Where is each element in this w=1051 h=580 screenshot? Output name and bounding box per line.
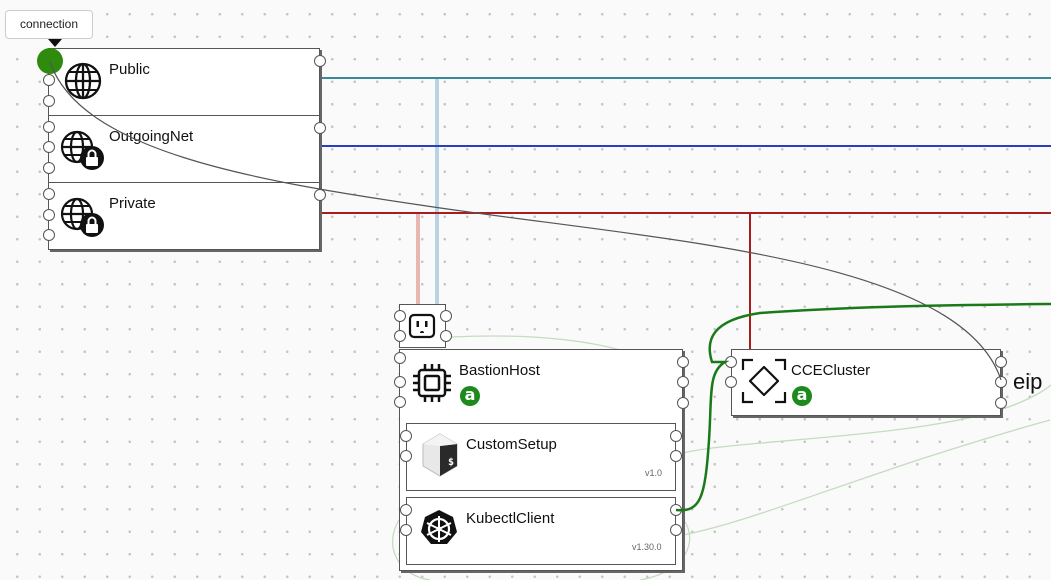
outgoingnet-port-right[interactable]: [314, 122, 326, 134]
svg-text:$: $: [448, 457, 454, 468]
globe-lock-icon: [60, 197, 106, 244]
network-label-private: Private: [109, 195, 156, 212]
custom-setup-port-right-1[interactable]: [670, 430, 682, 442]
cpu-chip-icon: [410, 361, 454, 410]
tooltip-arrow-icon: [48, 39, 62, 47]
custom-setup-port-left-1[interactable]: [400, 430, 412, 442]
power-outlet-icon: [408, 313, 436, 344]
custom-setup-version: v1.0: [645, 468, 663, 478]
cluster-port-right-2[interactable]: [995, 376, 1007, 388]
kubectl-client-port-left-2[interactable]: [400, 524, 412, 536]
bastion-port-right-2[interactable]: [677, 376, 689, 388]
cluster-badge-icon: a: [792, 386, 812, 406]
wire-light-green-3[interactable]: [391, 511, 431, 580]
network-label-public: Public: [109, 61, 150, 78]
custom-setup-port-left-2[interactable]: [400, 450, 412, 462]
outgoingnet-port-1[interactable]: [43, 121, 55, 133]
network-row-divider: [49, 115, 319, 116]
kubectl-client-port-right-1[interactable]: [670, 504, 682, 516]
power-port-right-1[interactable]: [440, 310, 452, 322]
cce-cluster-label: CCECluster: [791, 362, 871, 379]
cluster-port-left-2[interactable]: [725, 376, 737, 388]
public-port-1[interactable]: [43, 74, 55, 86]
shell-script-icon: $: [420, 432, 460, 483]
cluster-diamond-icon: [741, 358, 787, 409]
bastion-badge-icon: a: [460, 386, 480, 406]
bastion-port-right-1[interactable]: [677, 356, 689, 368]
kubectl-client-port-right-2[interactable]: [670, 524, 682, 536]
custom-setup-label: CustomSetup: [466, 436, 557, 453]
bastion-host-label: BastionHost: [459, 362, 540, 379]
bastion-port-left-3[interactable]: [394, 396, 406, 408]
kubectl-client-port-left-1[interactable]: [400, 504, 412, 516]
private-port-right[interactable]: [314, 189, 326, 201]
power-port-left-1[interactable]: [394, 310, 406, 322]
globe-icon: [64, 62, 102, 105]
connection-tooltip: connection: [5, 10, 93, 39]
outgoingnet-port-2[interactable]: [43, 141, 55, 153]
globe-lock-icon: [60, 130, 106, 177]
public-port-2[interactable]: [43, 95, 55, 107]
custom-setup-port-right-2[interactable]: [670, 450, 682, 462]
bastion-port-left-2[interactable]: [394, 376, 406, 388]
bastion-port-left-1[interactable]: [394, 352, 406, 364]
outgoingnet-port-3[interactable]: [43, 162, 55, 174]
eip-label: eip: [1013, 369, 1043, 394]
kubernetes-helm-icon: [420, 509, 458, 552]
cluster-port-left-1[interactable]: [725, 356, 737, 368]
bastion-port-right-3[interactable]: [677, 397, 689, 409]
network-row-divider: [49, 182, 319, 183]
network-label-outgoingnet: OutgoingNet: [109, 128, 194, 145]
cluster-port-right-3[interactable]: [995, 397, 1007, 409]
kubectl-client-version: v1.30.0: [632, 542, 662, 552]
cluster-port-right-1[interactable]: [995, 356, 1007, 368]
public-port-active[interactable]: [37, 48, 63, 74]
private-port-3[interactable]: [43, 229, 55, 241]
power-port-right-2[interactable]: [440, 330, 452, 342]
public-port-right[interactable]: [314, 55, 326, 67]
private-port-2[interactable]: [43, 209, 55, 221]
kubectl-client-label: KubectlClient: [466, 510, 555, 527]
wire-light-green-5[interactable]: [682, 419, 1051, 536]
power-port-left-2[interactable]: [394, 330, 406, 342]
private-port-1[interactable]: [43, 188, 55, 200]
